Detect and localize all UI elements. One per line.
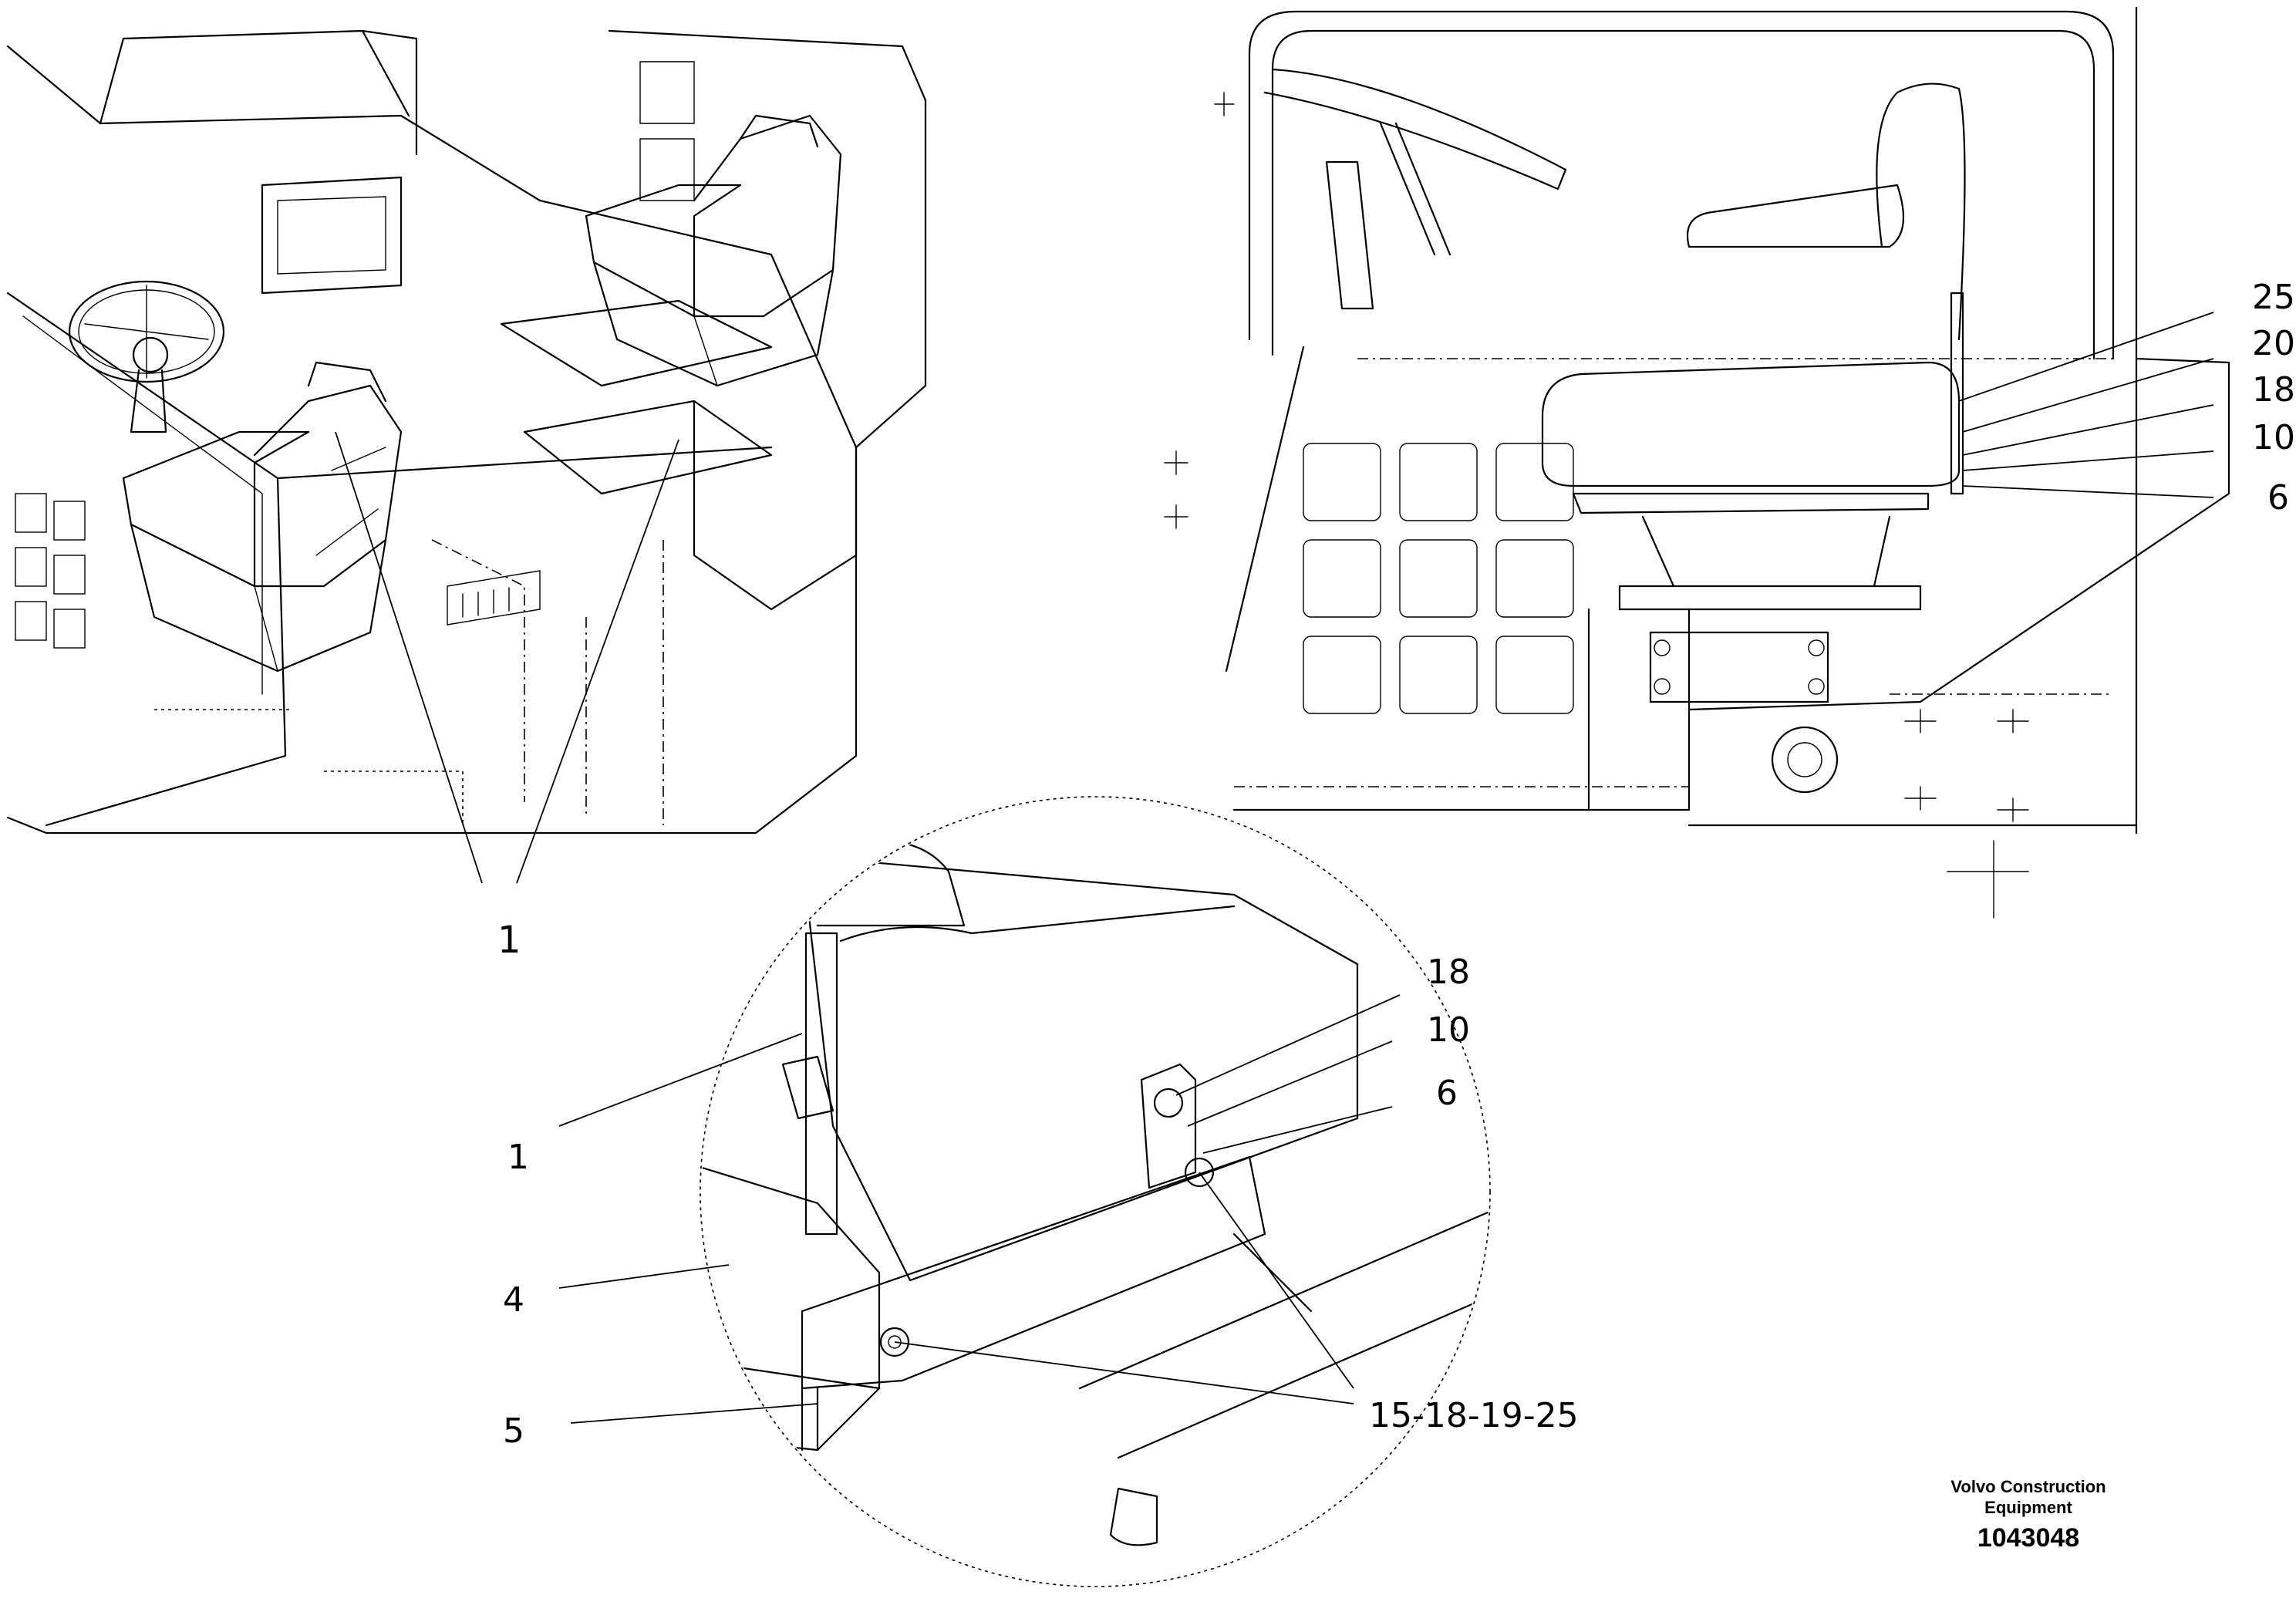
callout-6-detail: 6 (1436, 1074, 1458, 1113)
callout-20: 20 (2252, 324, 2295, 363)
callout-1-top: 1 (497, 919, 521, 962)
side-view-leaders (1958, 312, 2214, 498)
detail-leaders (558, 994, 1401, 1424)
document-number: 1043048 (1977, 1523, 2079, 1553)
callout-18-detail: 18 (1427, 953, 1470, 992)
detail-view (700, 796, 1491, 1587)
callout-1-detail: 1 (507, 1138, 529, 1177)
isometric-machine-view (6, 29, 927, 835)
callout-5: 5 (503, 1411, 524, 1451)
callout-6-top: 6 (2267, 478, 2289, 518)
brand-line-2: Equipment (1984, 1498, 2072, 1517)
callout-18-top: 18 (2252, 370, 2295, 410)
callout-25: 25 (2252, 278, 2295, 317)
callout-10-top: 10 (2252, 418, 2295, 457)
leader-1b (516, 439, 679, 884)
callout-15-18-19-25: 15-18-19-25 (1369, 1396, 1579, 1435)
brand-line-1: Volvo Construction (1950, 1477, 2106, 1496)
leader-1a (335, 431, 483, 884)
callout-4: 4 (503, 1280, 524, 1320)
callout-10-detail: 10 (1427, 1010, 1470, 1050)
